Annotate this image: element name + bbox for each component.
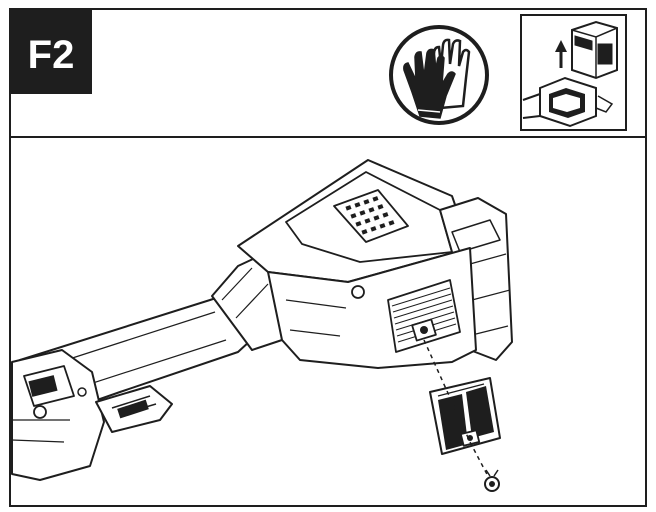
- vent-grille: [333, 189, 409, 243]
- filter-cover: [429, 377, 501, 455]
- battery-removal-icon: [520, 14, 627, 131]
- screw-icon: [484, 469, 500, 492]
- filter-recess: [387, 279, 461, 353]
- handle-grip: [11, 349, 173, 481]
- motor-housing: [237, 159, 513, 369]
- step-label: F2: [28, 33, 75, 77]
- step-badge: F2: [10, 9, 92, 94]
- outer-frame: [9, 8, 647, 507]
- gloves-icon: [389, 25, 489, 125]
- tool-illustration: [11, 159, 513, 492]
